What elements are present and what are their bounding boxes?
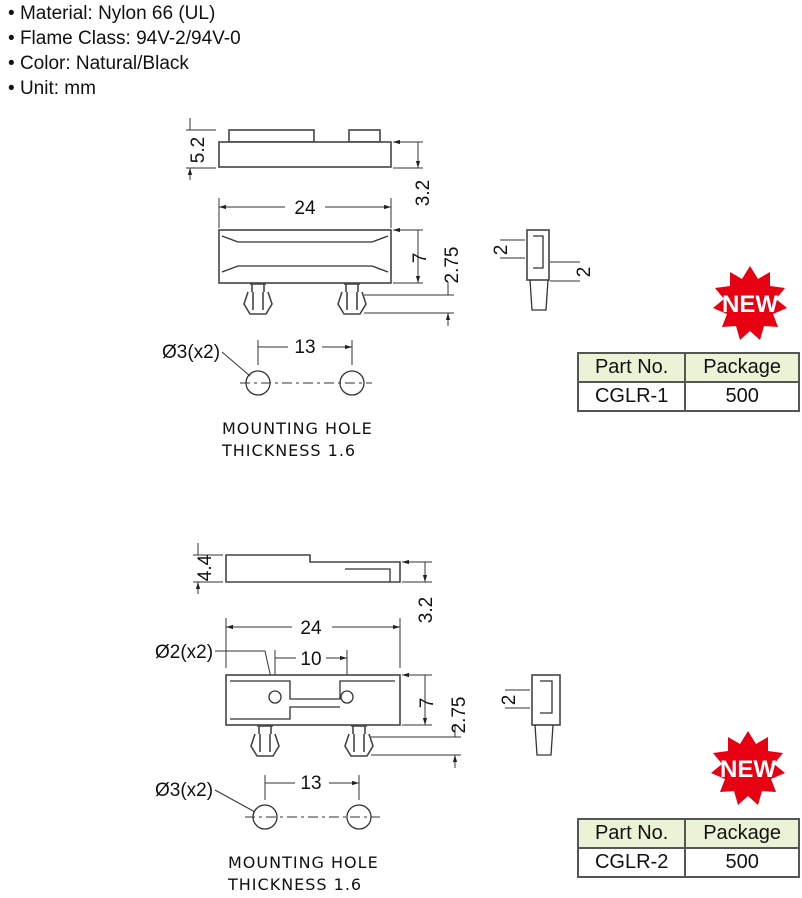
dim-base: 3.2 (416, 597, 437, 623)
dim-side-a: 2 (499, 695, 520, 706)
spec-list: Material: Nylon 66 (UL) Flame Class: 94V… (8, 1, 241, 101)
small-hole-diameter-label: Ø2(x2) (155, 642, 213, 663)
spec-flame-class: Flame Class: 94V-2/94V-0 (8, 26, 241, 51)
hole-spacing-label: 13 (294, 337, 315, 358)
part-1-drawing: 5.2 3.2 24 7 2.75 2 2 Ø3(x2) 13 MOUNTING… (162, 118, 787, 460)
mounting-hole-label: MOUNTING HOLE (228, 853, 379, 872)
svg-text:NEW: NEW (722, 291, 778, 318)
mounting-hole-label: MOUNTING HOLE (222, 419, 373, 438)
svg-text:NEW: NEW (720, 756, 776, 783)
dim-length: 24 (294, 198, 316, 219)
part-2-drawing: 4.4 3.2 24 Ø2(x2) 10 7 2.75 2 Ø3(x2) 13 … (155, 543, 785, 894)
dim-side-a: 2 (491, 245, 512, 256)
dim-clip: 2.75 (442, 247, 463, 284)
dim-clip: 2.75 (449, 697, 470, 734)
spec-unit: Unit: mm (8, 76, 241, 101)
thickness-label: THICKNESS 1.6 (221, 441, 356, 460)
hole-diameter-label: Ø3(x2) (155, 780, 213, 801)
new-badge: NEW (713, 266, 787, 340)
cell-package: 500 (684, 381, 800, 412)
hole-diameter-label: Ø3(x2) (162, 342, 220, 363)
header-part-no: Part No. (576, 352, 687, 383)
small-hole-spacing-label: 10 (300, 649, 321, 670)
new-badge: NEW (711, 731, 785, 805)
dim-side-b: 2 (574, 267, 595, 278)
spec-material: Material: Nylon 66 (UL) (8, 1, 241, 26)
cell-part-no: CGLR-1 (576, 381, 687, 412)
spec-color: Color: Natural/Black (8, 51, 241, 76)
dim-base: 3.2 (413, 180, 434, 206)
dim-height: 5.2 (188, 137, 209, 163)
hole-spacing-label: 13 (300, 773, 321, 794)
header-package: Package (684, 352, 800, 383)
cell-part-no: CGLR-2 (576, 847, 687, 878)
thickness-label: THICKNESS 1.6 (227, 875, 362, 894)
cell-package: 500 (684, 847, 800, 878)
dim-length: 24 (300, 618, 322, 639)
dim-height: 4.4 (195, 554, 216, 581)
dim-width: 7 (417, 698, 438, 709)
dim-width: 7 (410, 253, 431, 264)
header-package: Package (684, 818, 800, 849)
header-part-no: Part No. (576, 818, 687, 849)
